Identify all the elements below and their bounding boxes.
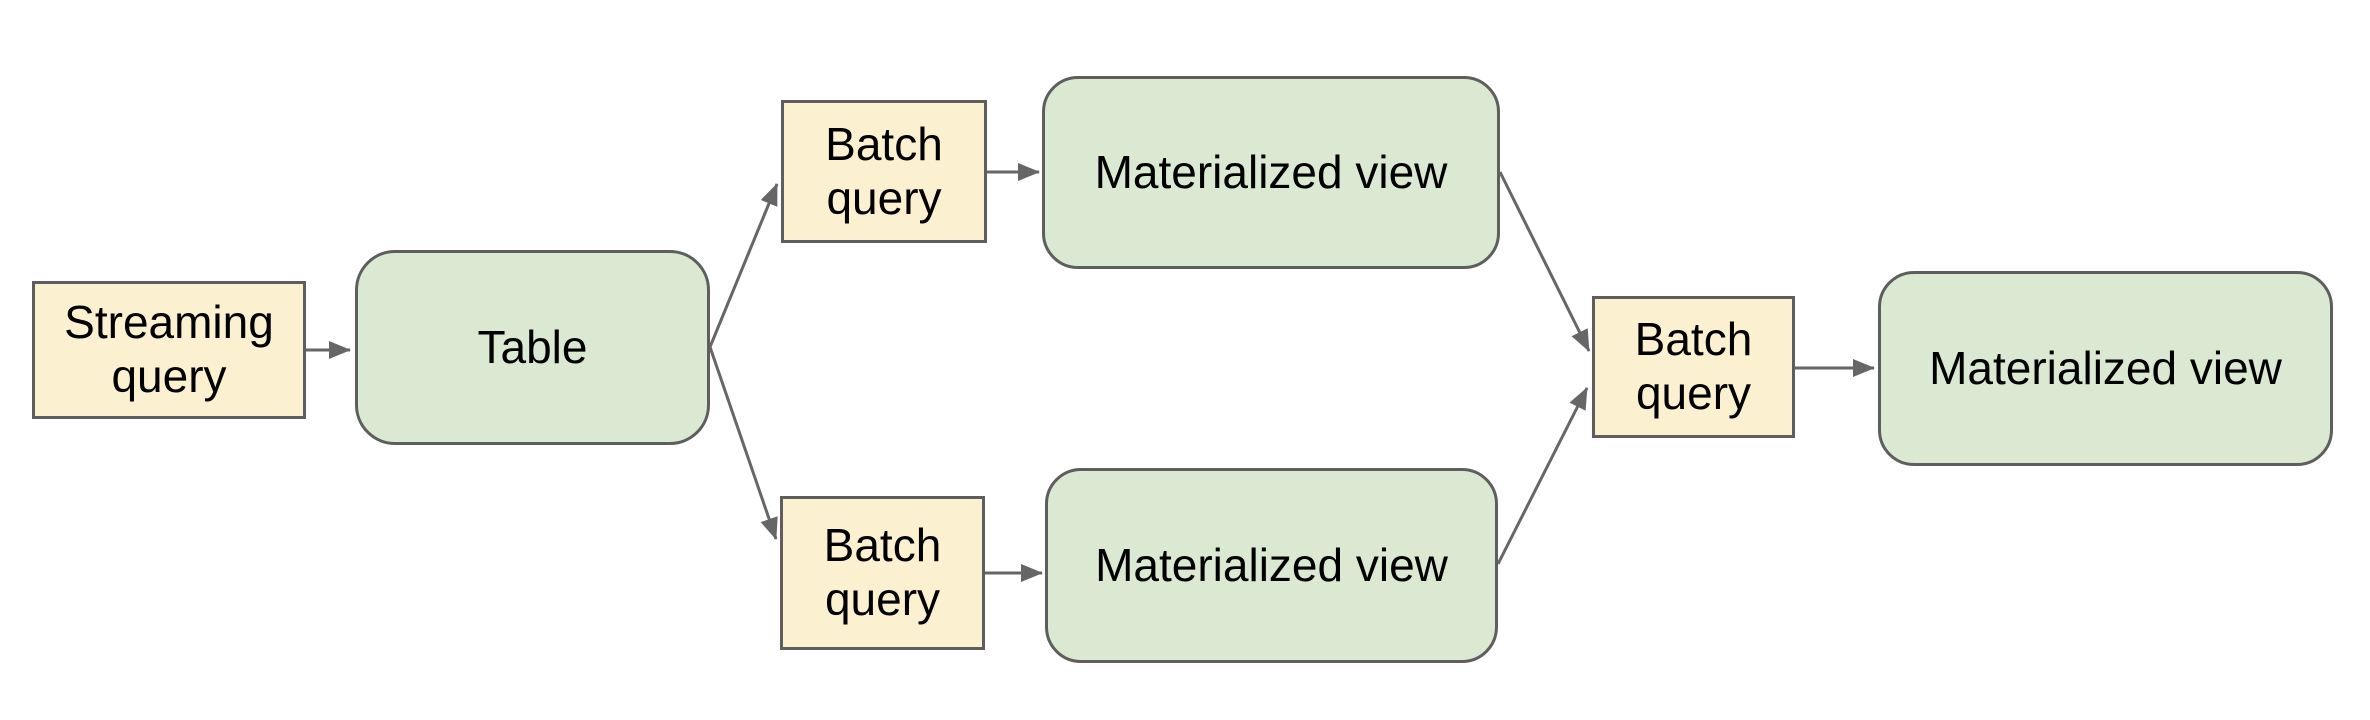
node-label: Materialized view	[1095, 538, 1448, 591]
node-streaming-query: Streaming query	[32, 281, 306, 419]
node-label: Materialized view	[1929, 341, 2282, 394]
node-label: Materialized view	[1094, 145, 1448, 198]
node-label: Batch query	[1634, 313, 1753, 419]
node-label: Batch query	[823, 519, 942, 625]
edge-materialized-view-bottom-to-batch-query-right	[1496, 387, 1589, 565]
node-materialized-view-bottom: Materialized view	[1045, 468, 1498, 663]
node-label: Batch query	[825, 117, 943, 224]
node-table: Table	[355, 250, 710, 445]
node-materialized-view-right: Materialized view	[1878, 271, 2333, 466]
node-batch-query-right: Batch query	[1592, 296, 1795, 438]
edge-table-to-batch-query-bottom	[708, 346, 778, 540]
node-materialized-view-top: Materialized view	[1042, 76, 1500, 269]
node-batch-query-top: Batch query	[781, 100, 987, 243]
node-batch-query-bottom: Batch query	[780, 496, 985, 650]
node-label: Table	[477, 320, 588, 373]
edge-table-to-batch-query-top	[708, 183, 779, 348]
edge-materialized-view-top-to-batch-query-right	[1498, 171, 1591, 352]
node-label: Streaming query	[64, 296, 274, 402]
